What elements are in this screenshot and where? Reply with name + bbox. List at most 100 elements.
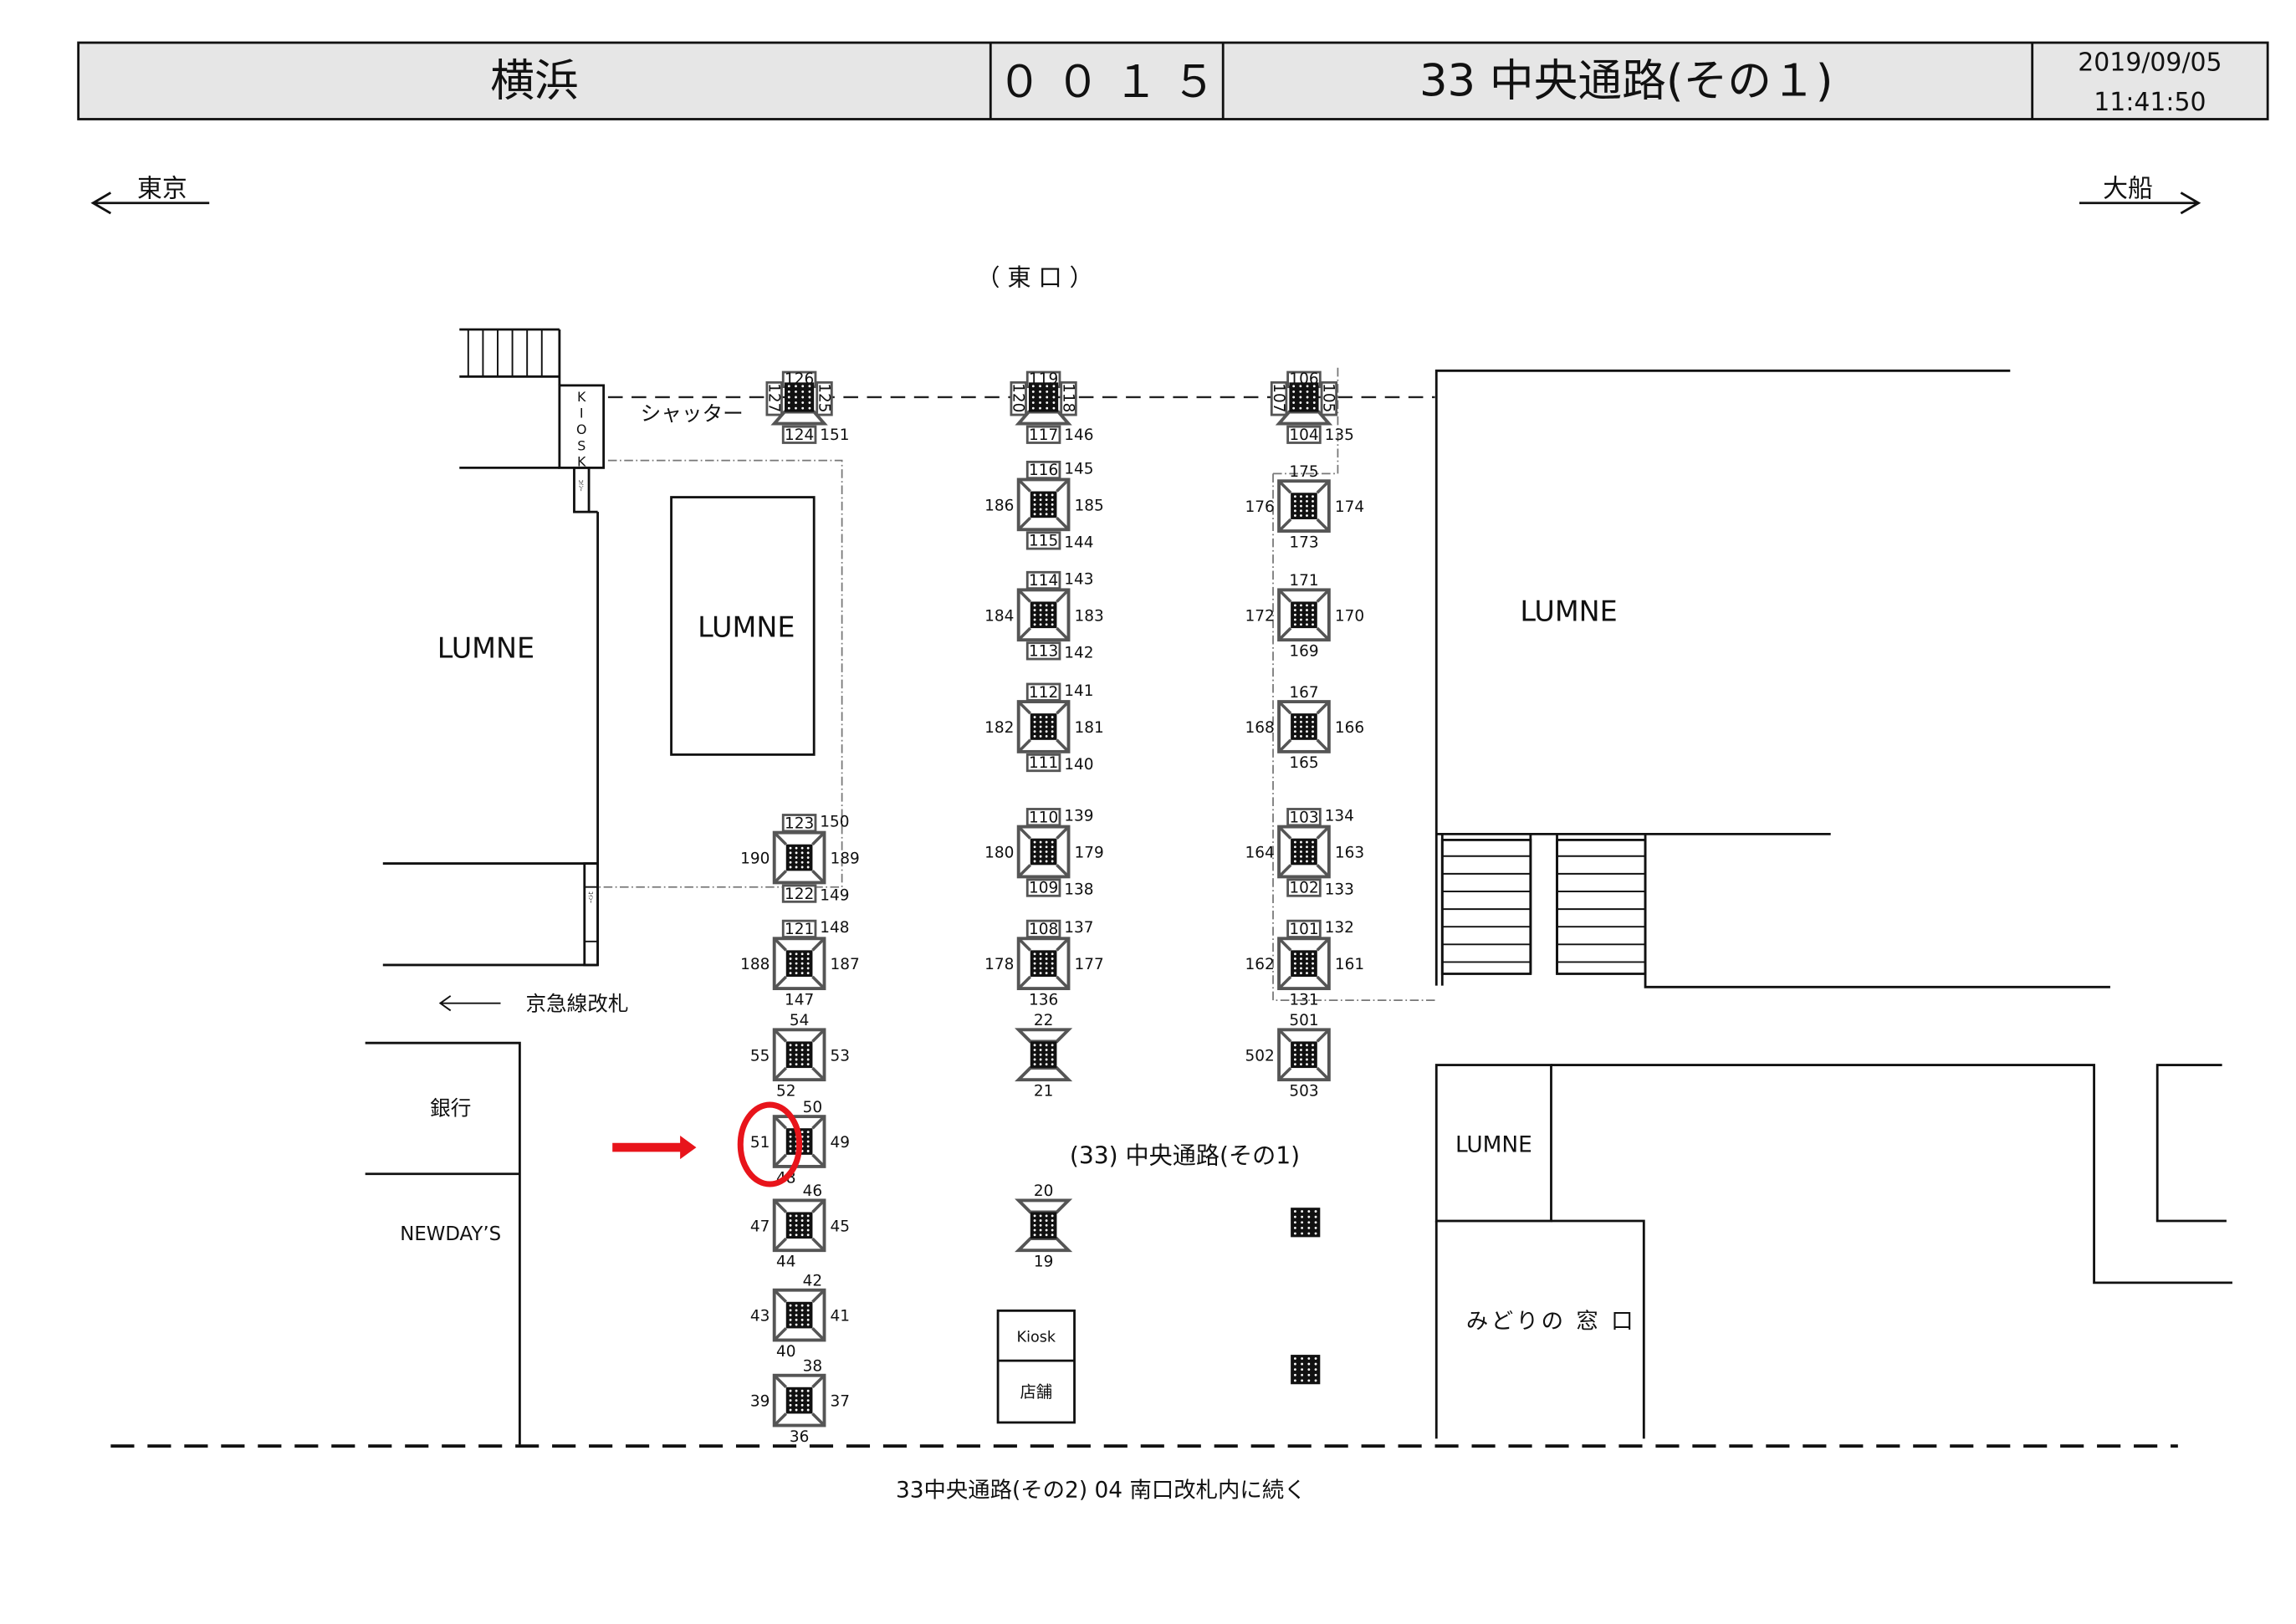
gate-number: 104: [1289, 426, 1318, 444]
shutter-label: シャッター: [641, 401, 744, 426]
gate-number: 161: [1335, 956, 1364, 973]
svg-text:京急線改札: 京急線改札: [525, 991, 628, 1015]
station-name: 横浜: [490, 55, 579, 106]
ticket-gate-plain[interactable]: [1291, 1355, 1321, 1385]
gate-number: 188: [740, 956, 770, 973]
lumne-center-block: [670, 496, 816, 756]
midori-window-label: みどりの 窓 口: [1466, 1309, 1636, 1334]
gate-number: 502: [1245, 1047, 1275, 1065]
arrow-left-icon: [438, 995, 501, 1012]
gate-number: 117: [1029, 426, 1058, 444]
gate-number: 186: [984, 497, 1014, 514]
header-bar: 横浜 ０ ０ １ ５ 33 中央通路(その１) 2019/09/05 11:41…: [77, 41, 2269, 120]
gate-number: 55: [750, 1047, 770, 1065]
gate-number: 178: [984, 956, 1014, 973]
gate-number: 137: [1064, 919, 1093, 937]
time: 11:41:50: [2094, 88, 2206, 117]
gate-number: 46: [803, 1182, 823, 1200]
locker-bottom: [583, 862, 600, 967]
gate-number: 131: [1289, 991, 1318, 1009]
escalators: [1440, 839, 1647, 975]
gate-number: 176: [1245, 498, 1275, 516]
lumne-left-label: LUMNE: [437, 631, 534, 664]
gate-number: 145: [1064, 460, 1093, 477]
keikyu-gate-direction: 京急線改札: [438, 991, 629, 1015]
gate-number: 50: [803, 1099, 823, 1116]
gate-number: 132: [1325, 919, 1354, 937]
gate-number: 148: [820, 919, 849, 937]
gate-number: 36: [790, 1428, 810, 1446]
gate-number: 185: [1075, 497, 1104, 514]
gate-number: 114: [1029, 572, 1058, 590]
gate-number: 142: [1064, 644, 1093, 661]
gate-number: 115: [1029, 533, 1058, 550]
direction-tokyo: 東京: [90, 175, 210, 215]
gate-number: 22: [1034, 1012, 1054, 1029]
gate-number: 113: [1029, 643, 1058, 661]
gate-number: 144: [1064, 534, 1093, 551]
ticket-gate-full[interactable]: 116 145 115 144 186 185: [984, 460, 1104, 551]
gate-number: 134: [1325, 808, 1354, 825]
gate-number: 41: [831, 1308, 851, 1325]
gate-number: 43: [750, 1308, 770, 1325]
gate-number: 140: [1064, 756, 1093, 774]
kiosk-letter: S: [577, 437, 586, 453]
gate-number: 44: [776, 1254, 796, 1271]
gate-number: 146: [1064, 426, 1093, 444]
arrow-left-icon: [90, 192, 210, 215]
date: 2019/09/05: [2078, 48, 2222, 77]
area-title: (33) 中央通路(その1): [1070, 1141, 1300, 1169]
bank-label: 銀行: [430, 1095, 471, 1120]
ticket-gate-hourglass[interactable]: 2019: [1015, 1182, 1073, 1271]
gate-number: 116: [1029, 462, 1058, 479]
gate-number: 54: [790, 1012, 810, 1029]
gate-number: 138: [1064, 881, 1093, 899]
gate-number: 112: [1029, 684, 1058, 702]
gate-number: 189: [831, 850, 860, 868]
gate-number: 166: [1335, 719, 1364, 737]
gate-number: 107: [1270, 383, 1287, 412]
gate-number: 106: [1289, 370, 1318, 388]
gate-number: 39: [750, 1393, 770, 1411]
direction-ofuna: 大船: [2079, 175, 2201, 215]
gate-number: 139: [1064, 808, 1093, 825]
gate-number: 169: [1289, 643, 1318, 661]
gate-number: 52: [776, 1082, 796, 1100]
kiosk-letter: K: [577, 389, 586, 405]
shop-label: 店舗: [1020, 1382, 1052, 1402]
gate-number: 101: [1289, 921, 1318, 938]
lumne-lower-label: LUMNE: [1455, 1132, 1532, 1157]
gate-number: 42: [803, 1272, 823, 1289]
svg-text:大船: 大船: [2103, 175, 2153, 204]
gate-number: 124: [785, 426, 814, 444]
area-name: 33 中央通路(その１): [1419, 55, 1833, 106]
gate-number: 109: [1029, 880, 1058, 897]
ticket-gate-plain[interactable]: [1291, 1208, 1321, 1238]
locker-top: [573, 466, 591, 513]
arrow-right-icon: [2079, 192, 2201, 215]
gate-number: 147: [785, 991, 814, 1009]
footer-continuation: 33中央通路(その2) 04 南口改札内に続く: [896, 1478, 1307, 1504]
gate-number: 149: [820, 887, 849, 905]
